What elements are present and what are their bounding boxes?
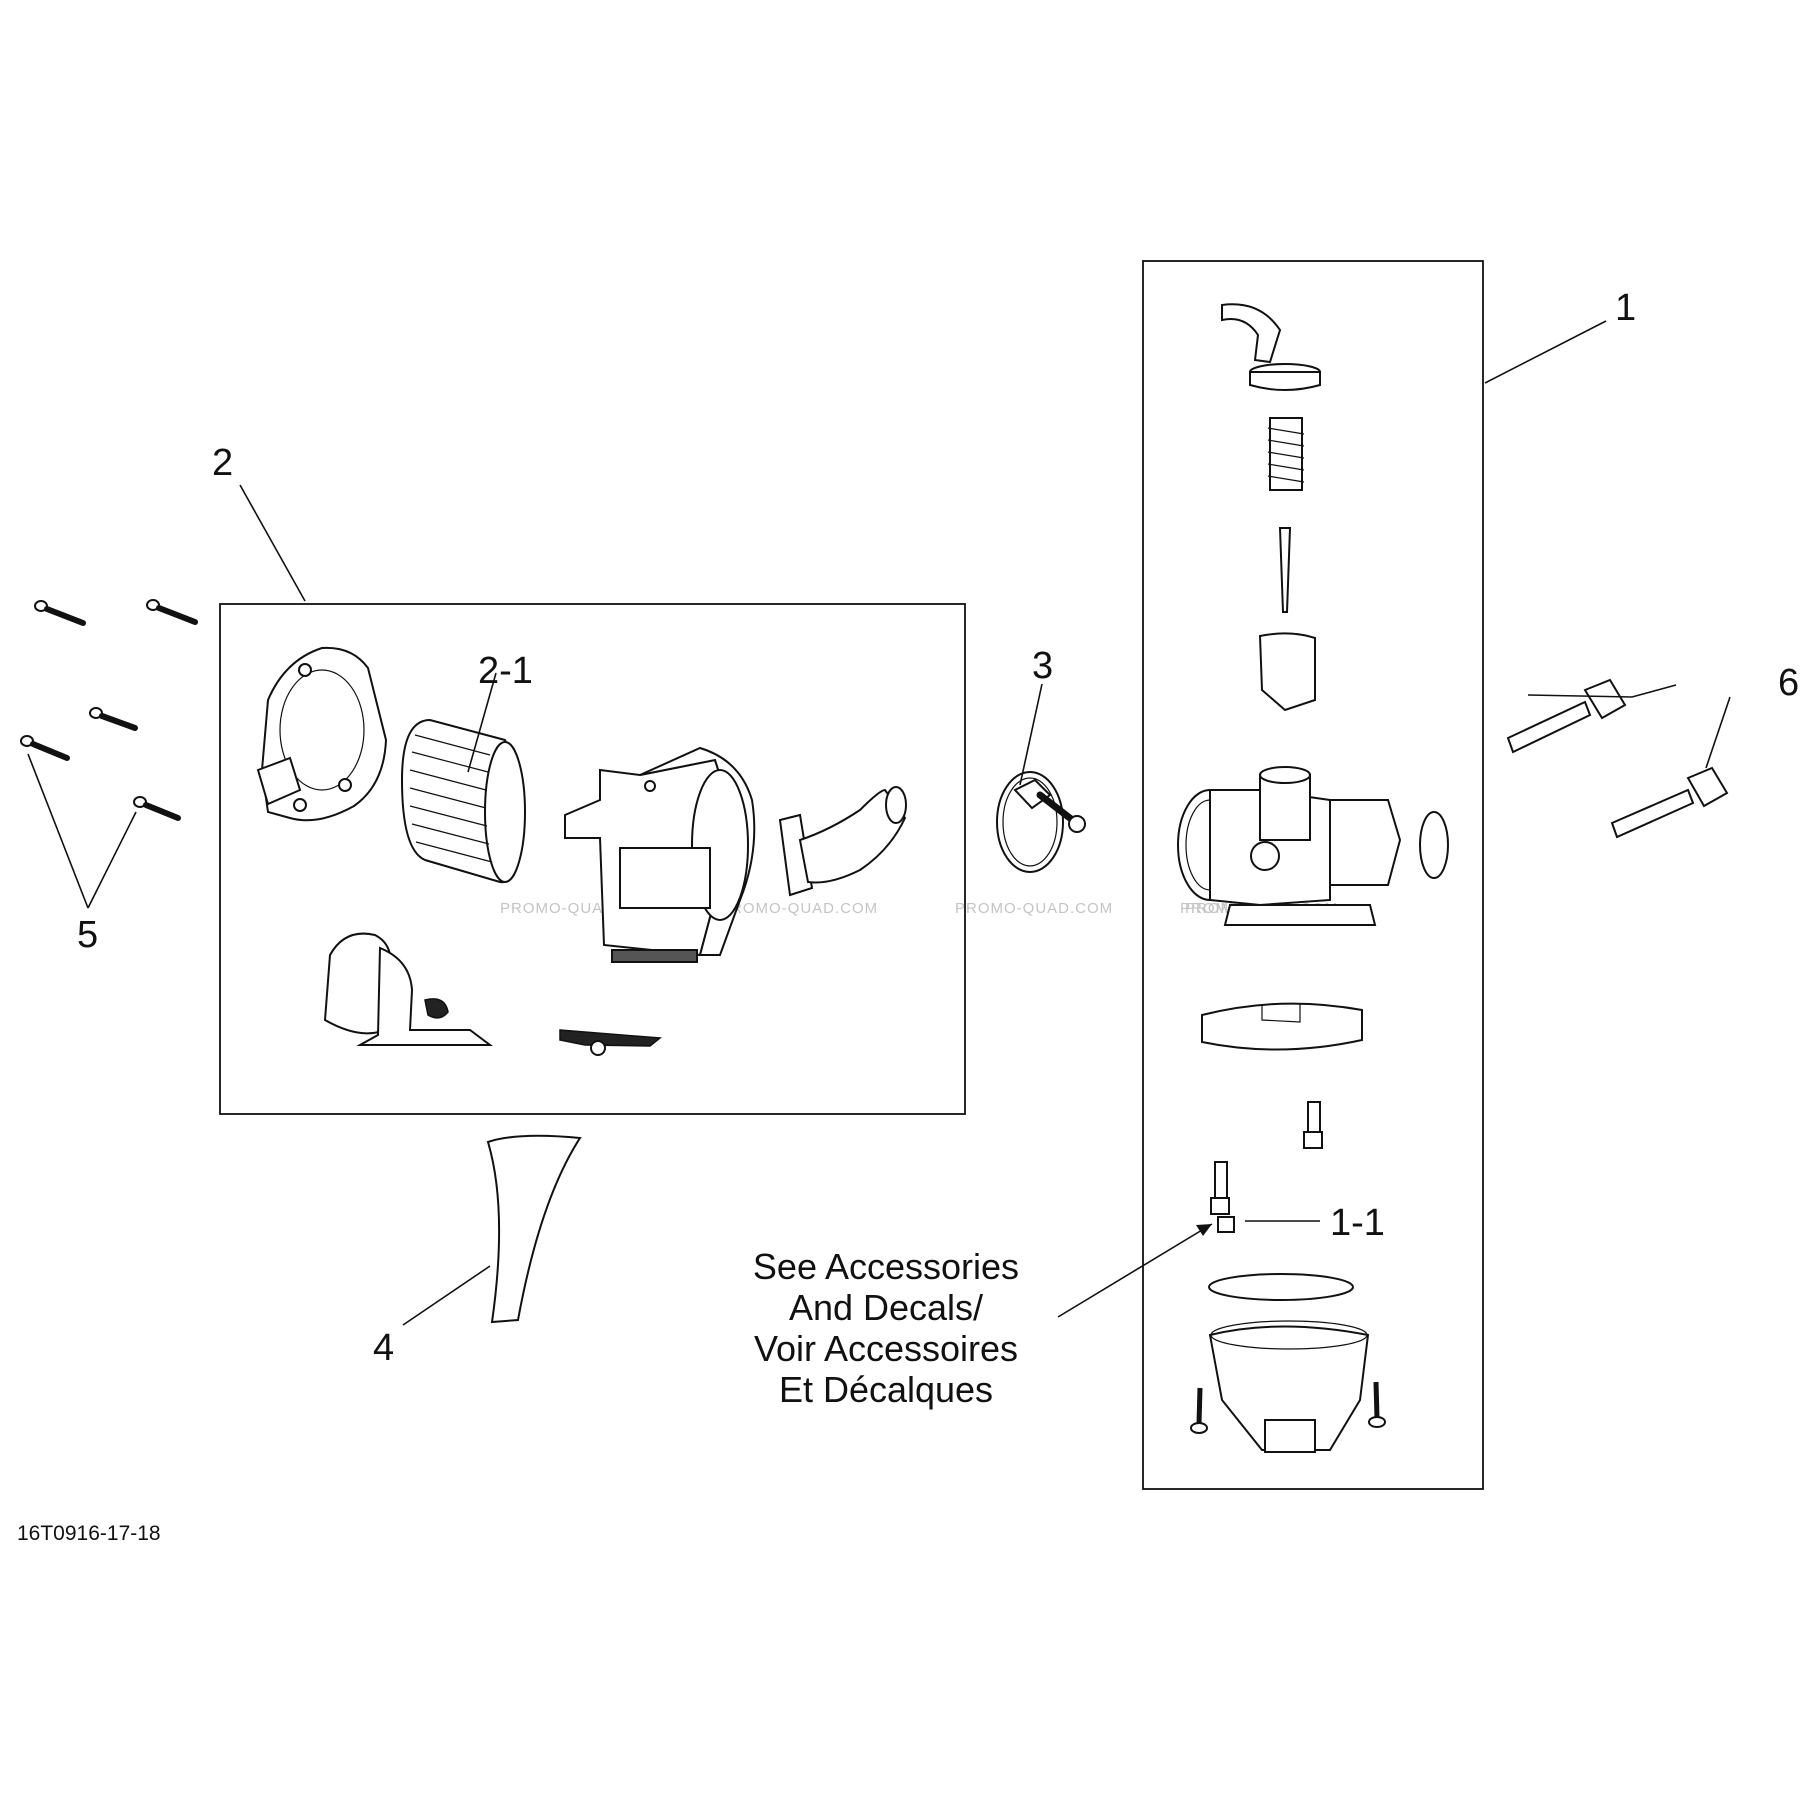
jet-icon xyxy=(1303,1101,1323,1149)
air-filter-group-box xyxy=(219,603,966,1115)
callout-3: 3 xyxy=(1032,645,1053,687)
filter-element-icon xyxy=(400,718,526,884)
clip-icon xyxy=(559,1029,662,1056)
o-ring-icon xyxy=(1419,811,1449,879)
bowl-gasket-icon xyxy=(1208,1273,1354,1301)
tube-part-4 xyxy=(486,1134,582,1324)
watermark-text: PROMO-QUAD.COM xyxy=(720,900,878,917)
clamp-part-3 xyxy=(996,771,1086,873)
spring-icon xyxy=(1267,417,1305,491)
screw-icon xyxy=(34,600,86,626)
airbox-cover-icon xyxy=(256,646,388,822)
callout-6: 6 xyxy=(1778,662,1799,704)
airbox-housing-icon xyxy=(564,746,756,963)
float-icon xyxy=(1201,1002,1363,1051)
screw-icon xyxy=(89,707,138,731)
carburetor-body-icon xyxy=(1177,766,1402,926)
bolt-part-6 xyxy=(1506,678,1729,839)
slide-icon xyxy=(1258,632,1316,712)
callout-1-1: 1-1 xyxy=(1330,1202,1385,1244)
bolt-icon xyxy=(1610,766,1729,839)
carburetor-group-box xyxy=(1142,260,1484,1490)
callout-2-1: 2-1 xyxy=(478,650,533,692)
screw-icon xyxy=(1190,1387,1208,1434)
callout-4: 4 xyxy=(373,1327,394,1369)
drain-elbow-icon xyxy=(323,932,493,1046)
intake-boot-icon xyxy=(778,786,907,897)
drawing-id: 16T0916-17-18 xyxy=(17,1522,161,1545)
note-line: And Decals/ xyxy=(789,1287,983,1328)
callout-5: 5 xyxy=(77,914,98,956)
float-bowl-icon xyxy=(1208,1320,1370,1453)
jet-icon xyxy=(1210,1161,1230,1215)
screw-icon xyxy=(146,599,198,625)
screw-icon xyxy=(20,735,70,761)
screw-set-part-5 xyxy=(20,599,198,821)
carb-cap-icon xyxy=(1221,303,1321,391)
arrow-icon xyxy=(1196,1224,1212,1236)
callout-2: 2 xyxy=(212,442,233,484)
note-line: Et Décalques xyxy=(779,1369,993,1410)
callout-1: 1 xyxy=(1615,287,1636,329)
watermark-text: PROMO-QUAD.COM xyxy=(955,900,1113,917)
bolt-icon xyxy=(1506,678,1627,754)
needle-icon xyxy=(1278,527,1292,613)
note-line: See Accessories xyxy=(753,1246,1019,1287)
note-line: Voir Accessoires xyxy=(754,1328,1018,1369)
leader-lines xyxy=(27,320,1731,1326)
accessories-note: See Accessories And Decals/ Voir Accesso… xyxy=(753,1246,1019,1410)
screw-icon xyxy=(1368,1381,1386,1428)
screw-icon xyxy=(133,796,181,821)
pilot-jet-icon xyxy=(1217,1216,1235,1233)
